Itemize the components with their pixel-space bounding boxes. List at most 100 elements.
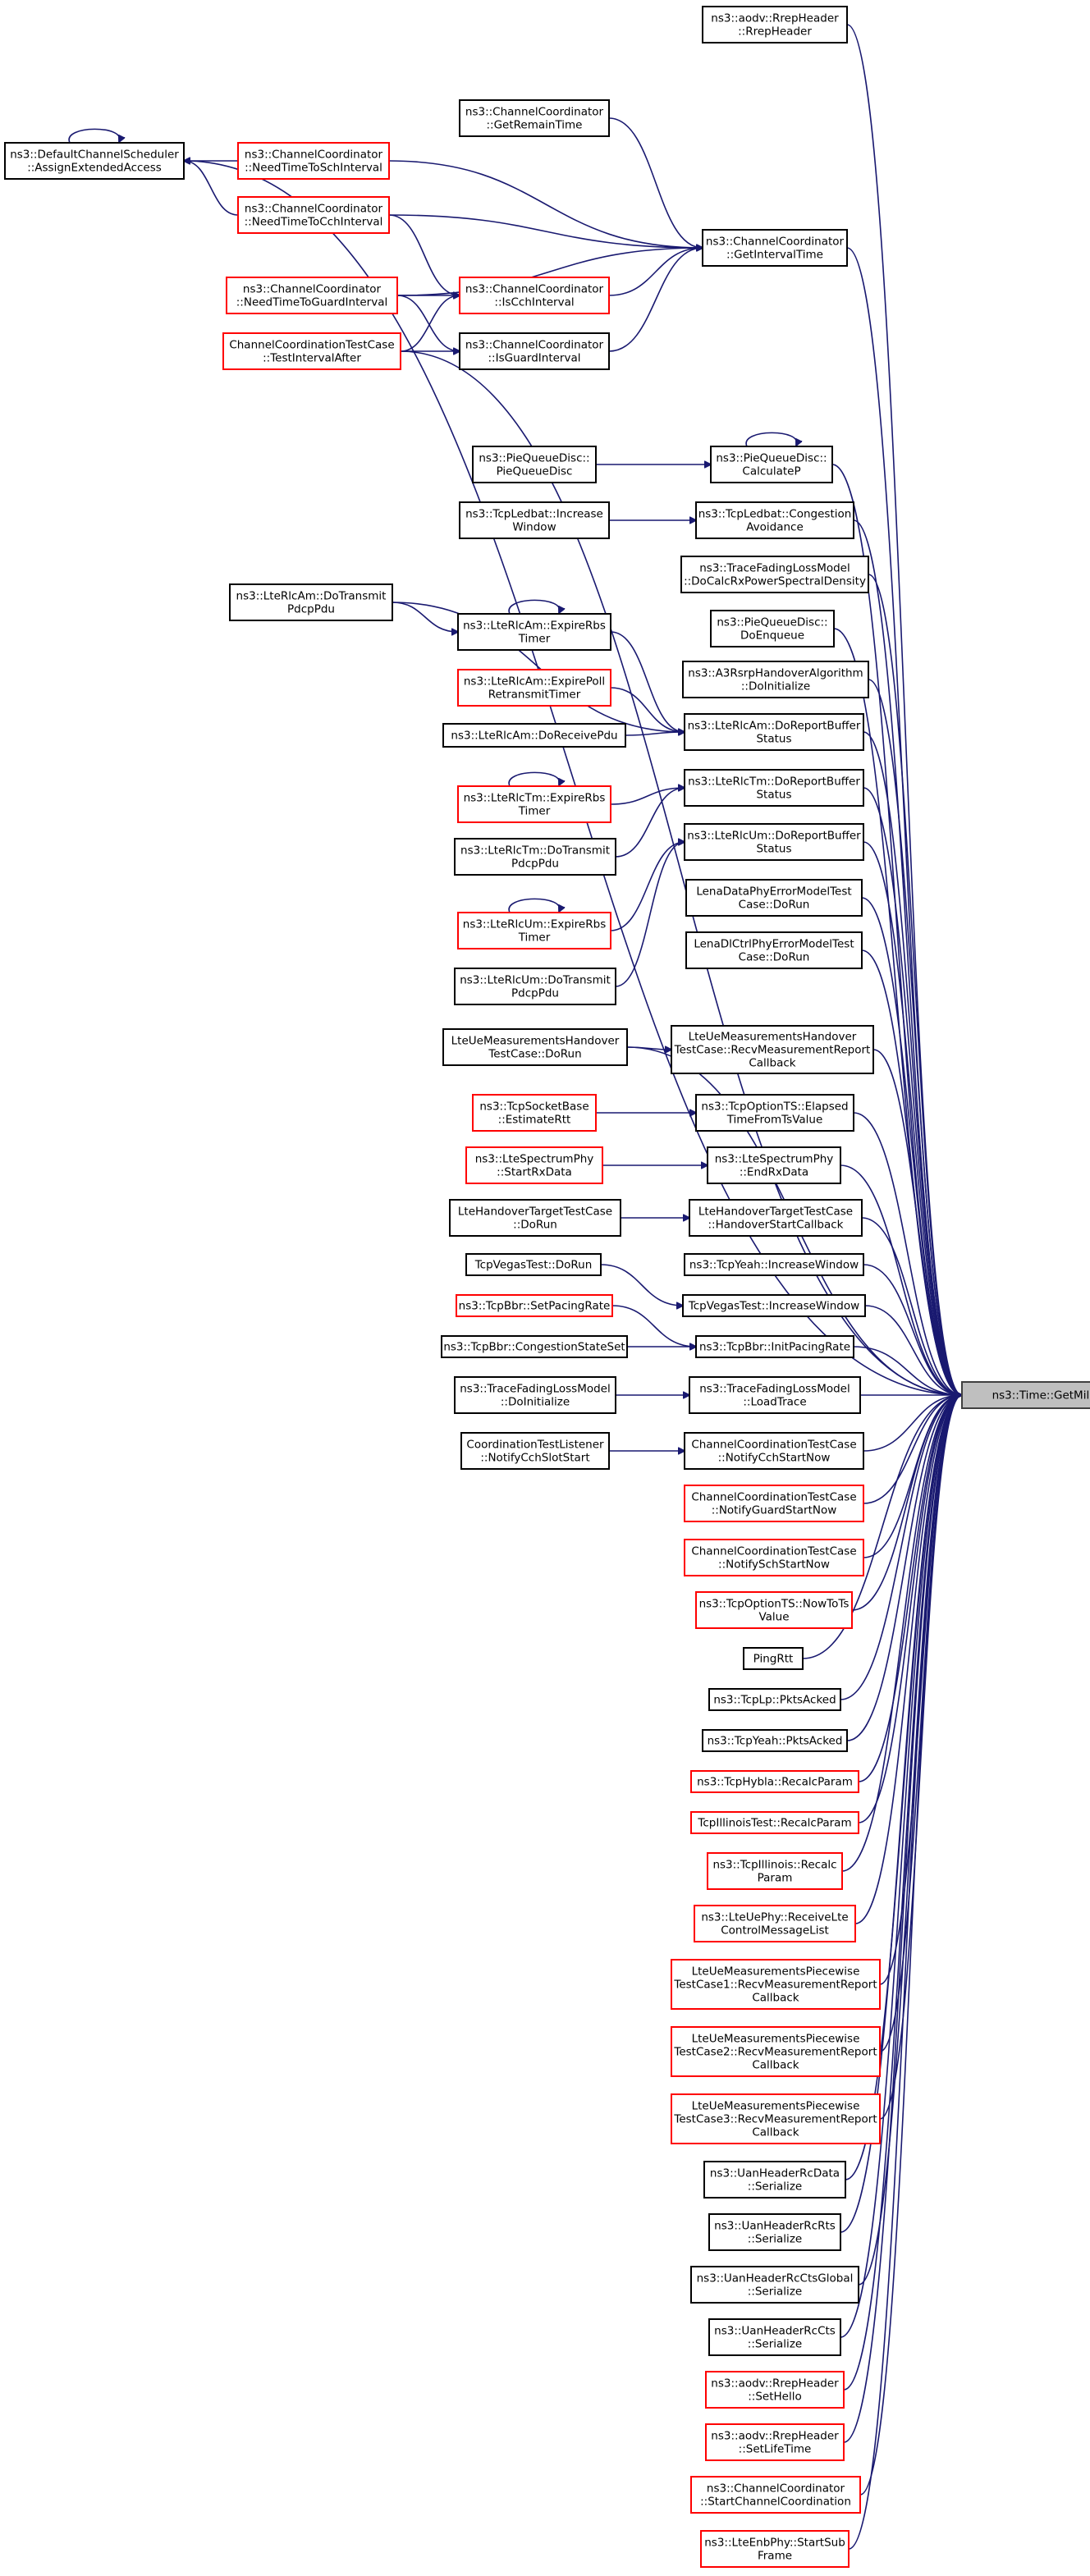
node-yeah-inc[interactable]: ns3::TcpYeah::IncreaseWindow [684, 1253, 864, 1276]
edge-am-expire-to-am-report [610, 631, 685, 732]
node-uan-rts[interactable]: ns3::UanHeaderRcRts::Serialize [708, 2213, 841, 2251]
node-aodv-life[interactable]: ns3::aodv::RrepHeader::SetLifeTime [705, 2423, 845, 2461]
node-box [457, 785, 611, 823]
node-cctc-after[interactable]: ChannelCoordinationTestCase::TestInterva… [222, 332, 401, 370]
node-cc-needcch[interactable]: ns3::ChannelCoordinator::NeedTimeToCchIn… [237, 196, 390, 234]
node-label: ns3::TcpHybla::RecalcParam [697, 1776, 853, 1789]
node-ue-meas-cb[interactable]: LteUeMeasurementsHandoverTestCase::RecvM… [671, 1025, 874, 1074]
node-cc-interval[interactable]: ns3::ChannelCoordinator::GetIntervalTime [702, 229, 848, 267]
node-label: ::HandoverStartCallback [708, 1219, 843, 1232]
node-ledbat-inc[interactable]: ns3::TcpLedbat::IncreaseWindow [459, 501, 610, 539]
edge-hybla-recalc-to-target [858, 1395, 962, 1782]
node-a3-init[interactable]: ns3::A3RsrpHandoverAlgorithm::DoInitiali… [682, 661, 869, 698]
edge-cc-needcch-to-cc-interval [388, 214, 703, 248]
node-cctc-sch[interactable]: ChannelCoordinationTestCase::NotifySchSt… [684, 1539, 864, 1576]
node-vegas-inc[interactable]: TcpVegasTest::IncreaseWindow [682, 1294, 866, 1317]
node-bbr-cong[interactable]: ns3::TcpBbr::CongestionStateSet [441, 1335, 628, 1358]
node-label: ns3::TraceFadingLossModel [460, 1383, 610, 1396]
node-sock-est[interactable]: ns3::TcpSocketBase::EstimateRtt [472, 1094, 597, 1132]
node-target[interactable]: ns3::Time::GetMilliSeconds [961, 1381, 1090, 1409]
node-pie-ctor[interactable]: ns3::PieQueueDisc::PieQueueDisc [472, 446, 597, 483]
node-aodv-hello[interactable]: ns3::aodv::RrepHeader::SetHello [705, 2371, 845, 2409]
node-pie-enq[interactable]: ns3::PieQueueDisc::DoEnqueue [710, 610, 835, 647]
node-uan-ctsg[interactable]: ns3::UanHeaderRcCtsGlobal::Serialize [690, 2266, 859, 2304]
node-label: ns3::ChannelCoordinator [245, 203, 383, 216]
edge-am-recv-to-am-report [625, 732, 685, 736]
node-tfl-load[interactable]: ns3::TraceFadingLossModel::LoadTrace [689, 1376, 861, 1414]
node-label: ::AssignExtendedAccess [27, 162, 162, 175]
node-label: ns3::LteRlcAm::DoTransmit [236, 590, 387, 603]
node-label: CoordinationTestListener [466, 1439, 604, 1452]
node-spec-start[interactable]: ns3::LteSpectrumPhy::StartRxData [465, 1146, 603, 1184]
node-tfl-calc[interactable]: ns3::TraceFadingLossModel::DoCalcRxPower… [680, 556, 869, 593]
node-dcs-assign[interactable]: ns3::DefaultChannelScheduler::AssignExte… [4, 142, 185, 180]
node-label: ns3::ChannelCoordinator [706, 236, 845, 249]
node-hybla-recalc[interactable]: ns3::TcpHybla::RecalcParam [690, 1770, 859, 1793]
node-cc-needguard[interactable]: ns3::ChannelCoordinator::NeedTimeToGuard… [226, 277, 398, 314]
node-label: ns3::TcpBbr::InitPacingRate [699, 1341, 850, 1354]
node-ill-recalc[interactable]: ns3::TcpIllinois::RecalcParam [707, 1852, 843, 1890]
node-uan-data[interactable]: ns3::UanHeaderRcData::Serialize [703, 2161, 846, 2199]
node-cctc-guard[interactable]: ChannelCoordinationTestCase::NotifyGuard… [684, 1485, 864, 1522]
node-yeah-pkts[interactable]: ns3::TcpYeah::PktsAcked [702, 1729, 848, 1752]
node-label: LenaDataPhyErrorModelTest [696, 885, 851, 899]
node-ill-test[interactable]: TcpIllinoisTest::RecalcParam [690, 1811, 859, 1834]
node-label: ns3::LteRlcAm::DoReportBuffer [688, 720, 861, 733]
node-pw1[interactable]: LteUeMeasurementsPiecewiseTestCase1::Rec… [671, 1959, 881, 2010]
node-am-recv[interactable]: ns3::LteRlcAm::DoReceivePdu [442, 723, 626, 748]
node-ho-cb[interactable]: LteHandoverTargetTestCase::HandoverStart… [689, 1199, 863, 1237]
node-label: ns3::UanHeaderRcRts [714, 2220, 836, 2233]
node-label: ns3::TcpYeah::PktsAcked [708, 1735, 843, 1748]
node-uan-cts[interactable]: ns3::UanHeaderRcCts::Serialize [708, 2318, 841, 2356]
node-box [710, 446, 833, 483]
node-label: ns3::LteRlcTm::DoTransmit [460, 844, 610, 858]
node-vegas-run[interactable]: TcpVegasTest::DoRun [465, 1253, 602, 1276]
node-bbr-init[interactable]: ns3::TcpBbr::InitPacingRate [695, 1335, 854, 1358]
node-cc-iscch[interactable]: ns3::ChannelCoordinator::IsCchInterval [459, 277, 610, 314]
node-bbr-set[interactable]: ns3::TcpBbr::SetPacingRate [456, 1294, 613, 1317]
edge-ts-elapsed-to-target [853, 1112, 962, 1395]
node-cc-remain[interactable]: ns3::ChannelCoordinator::GetRemainTime [459, 99, 610, 137]
node-label: LteUeMeasurementsPiecewise [692, 2033, 860, 2046]
edge-vegas-run-to-vegas-inc [600, 1264, 683, 1306]
node-cc-start[interactable]: ns3::ChannelCoordinator::StartChannelCoo… [690, 2476, 861, 2514]
node-label: ns3::TcpBbr::SetPacingRate [459, 1300, 611, 1313]
node-label: Value [758, 1611, 789, 1624]
node-pingrtt[interactable]: PingRtt [743, 1647, 804, 1670]
node-label: LteUeMeasurementsHandover [689, 1031, 857, 1044]
node-pw3[interactable]: LteUeMeasurementsPiecewiseTestCase3::Rec… [671, 2093, 881, 2144]
node-label: ns3::TcpLp::PktsAcked [713, 1694, 836, 1707]
node-pie-calc[interactable]: ns3::PieQueueDisc::CalculateP [710, 446, 833, 483]
node-cc-needsch[interactable]: ns3::ChannelCoordinator::NeedTimeToSchIn… [237, 142, 390, 180]
node-aodv-rrep-ctor[interactable]: ns3::aodv::RrepHeader::RrepHeader [702, 6, 848, 43]
node-label: ns3::TraceFadingLossModel [699, 1383, 850, 1396]
node-label: ns3::TcpBbr::CongestionStateSet [443, 1341, 625, 1354]
node-tfl-init[interactable]: ns3::TraceFadingLossModel::DoInitialize [454, 1376, 616, 1414]
node-spec-end[interactable]: ns3::LteSpectrumPhy::EndRxData [707, 1146, 841, 1184]
node-lp-pkts[interactable]: ns3::TcpLp::PktsAcked [708, 1688, 841, 1711]
node-uephy-recv[interactable]: ns3::LteUePhy::ReceiveLteControlMessageL… [694, 1905, 856, 1942]
node-ho-run[interactable]: LteHandoverTargetTestCase::DoRun [449, 1199, 621, 1237]
node-ctl-notify[interactable]: CoordinationTestListener::NotifyCchSlotS… [460, 1432, 610, 1470]
node-pw2[interactable]: LteUeMeasurementsPiecewiseTestCase2::Rec… [671, 2026, 881, 2077]
node-cctc-cch[interactable]: ChannelCoordinationTestCase::NotifyCchSt… [684, 1432, 864, 1470]
node-label: ::NotifyGuardStartNow [712, 1504, 837, 1517]
node-cc-isguard[interactable]: ns3::ChannelCoordinator::IsGuardInterval [459, 332, 610, 370]
